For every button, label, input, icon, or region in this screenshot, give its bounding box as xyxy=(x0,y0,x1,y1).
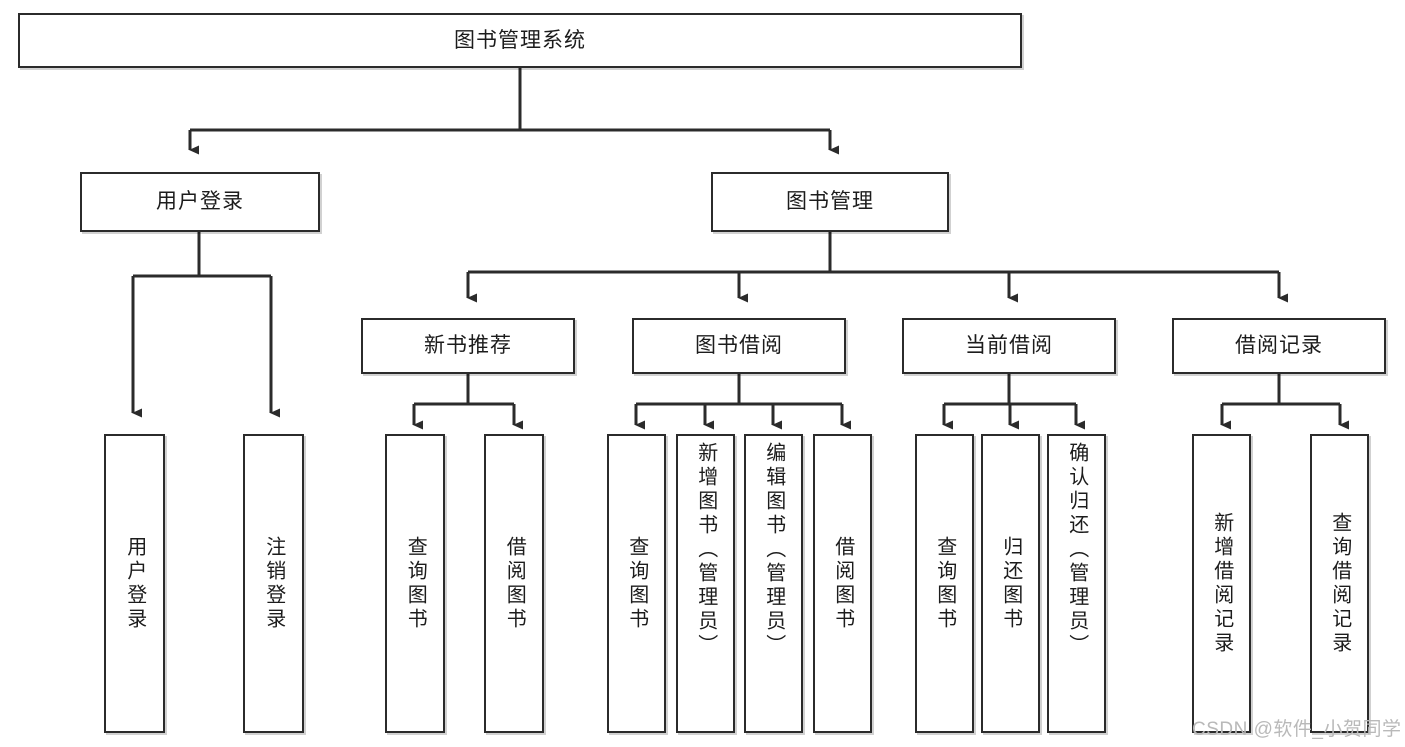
leaf-query-book-current-label: 查询图书 xyxy=(933,535,956,632)
leaf-query-book-newbook-inner: 查询图书 xyxy=(387,436,443,731)
leaf-borrow-book-newbook-inner: 借阅图书 xyxy=(486,436,542,731)
leaf-return-book-inner: 归还图书 xyxy=(983,436,1038,731)
leaf-add-book-admin[interactable]: 新增图书（管理员） xyxy=(676,434,735,733)
node-current-borrow-label: 当前借阅 xyxy=(965,334,1053,358)
leaf-add-borrow-record-label: 新增借阅记录 xyxy=(1210,511,1233,656)
leaf-query-book-borrow[interactable]: 查询图书 xyxy=(607,434,666,733)
leaf-query-borrow-record-inner: 查询借阅记录 xyxy=(1312,436,1367,731)
leaf-add-book-admin-inner: 新增图书（管理员） xyxy=(678,436,733,731)
leaf-query-book-newbook-label: 查询图书 xyxy=(404,535,427,632)
node-borrow-records[interactable]: 借阅记录 xyxy=(1172,318,1386,374)
leaf-borrow-book-borrow-label: 借阅图书 xyxy=(831,535,854,632)
leaf-user-login[interactable]: 用户登录 xyxy=(104,434,165,733)
leaf-query-book-current[interactable]: 查询图书 xyxy=(915,434,974,733)
node-book-borrow[interactable]: 图书借阅 xyxy=(632,318,846,374)
leaf-edit-book-admin-label: 编辑图书（管理员） xyxy=(762,442,785,658)
leaf-confirm-return-admin-label: 确认归还（管理员） xyxy=(1065,442,1088,658)
leaf-logout-inner: 注销登录 xyxy=(245,436,302,731)
leaf-query-book-newbook[interactable]: 查询图书 xyxy=(385,434,445,733)
leaf-return-book[interactable]: 归还图书 xyxy=(981,434,1040,733)
node-borrow-records-label: 借阅记录 xyxy=(1235,334,1323,358)
leaf-query-book-borrow-label: 查询图书 xyxy=(625,535,648,632)
leaf-edit-book-admin[interactable]: 编辑图书（管理员） xyxy=(744,434,803,733)
node-current-borrow[interactable]: 当前借阅 xyxy=(902,318,1116,374)
leaf-logout[interactable]: 注销登录 xyxy=(243,434,304,733)
node-book-management[interactable]: 图书管理 xyxy=(711,172,949,232)
leaf-borrow-book-newbook[interactable]: 借阅图书 xyxy=(484,434,544,733)
leaf-confirm-return-admin[interactable]: 确认归还（管理员） xyxy=(1047,434,1106,733)
leaf-query-book-borrow-inner: 查询图书 xyxy=(609,436,664,731)
node-user-login-label: 用户登录 xyxy=(156,190,244,214)
leaf-borrow-book-newbook-label: 借阅图书 xyxy=(503,535,526,632)
leaf-add-borrow-record-inner: 新增借阅记录 xyxy=(1194,436,1249,731)
node-root-label: 图书管理系统 xyxy=(454,28,586,52)
leaf-add-borrow-record[interactable]: 新增借阅记录 xyxy=(1192,434,1251,733)
node-new-book-recommend-label: 新书推荐 xyxy=(424,334,512,358)
leaf-return-book-label: 归还图书 xyxy=(999,535,1022,632)
leaf-add-book-admin-label: 新增图书（管理员） xyxy=(694,442,717,658)
node-user-login[interactable]: 用户登录 xyxy=(80,172,320,232)
node-book-management-label: 图书管理 xyxy=(786,190,874,214)
leaf-query-borrow-record[interactable]: 查询借阅记录 xyxy=(1310,434,1369,733)
leaf-logout-label: 注销登录 xyxy=(262,535,285,632)
node-book-borrow-label: 图书借阅 xyxy=(695,334,783,358)
node-new-book-recommend[interactable]: 新书推荐 xyxy=(361,318,575,374)
csdn-watermark: CSDN @软件_小贺同学 xyxy=(1192,719,1402,740)
leaf-edit-book-admin-inner: 编辑图书（管理员） xyxy=(746,436,801,731)
leaf-borrow-book-borrow[interactable]: 借阅图书 xyxy=(813,434,872,733)
leaf-borrow-book-borrow-inner: 借阅图书 xyxy=(815,436,870,731)
leaf-query-book-current-inner: 查询图书 xyxy=(917,436,972,731)
leaf-confirm-return-admin-inner: 确认归还（管理员） xyxy=(1049,436,1104,731)
leaf-user-login-label: 用户登录 xyxy=(123,535,146,632)
leaf-user-login-inner: 用户登录 xyxy=(106,436,163,731)
node-root[interactable]: 图书管理系统 xyxy=(18,13,1022,68)
leaf-query-borrow-record-label: 查询借阅记录 xyxy=(1328,511,1351,656)
